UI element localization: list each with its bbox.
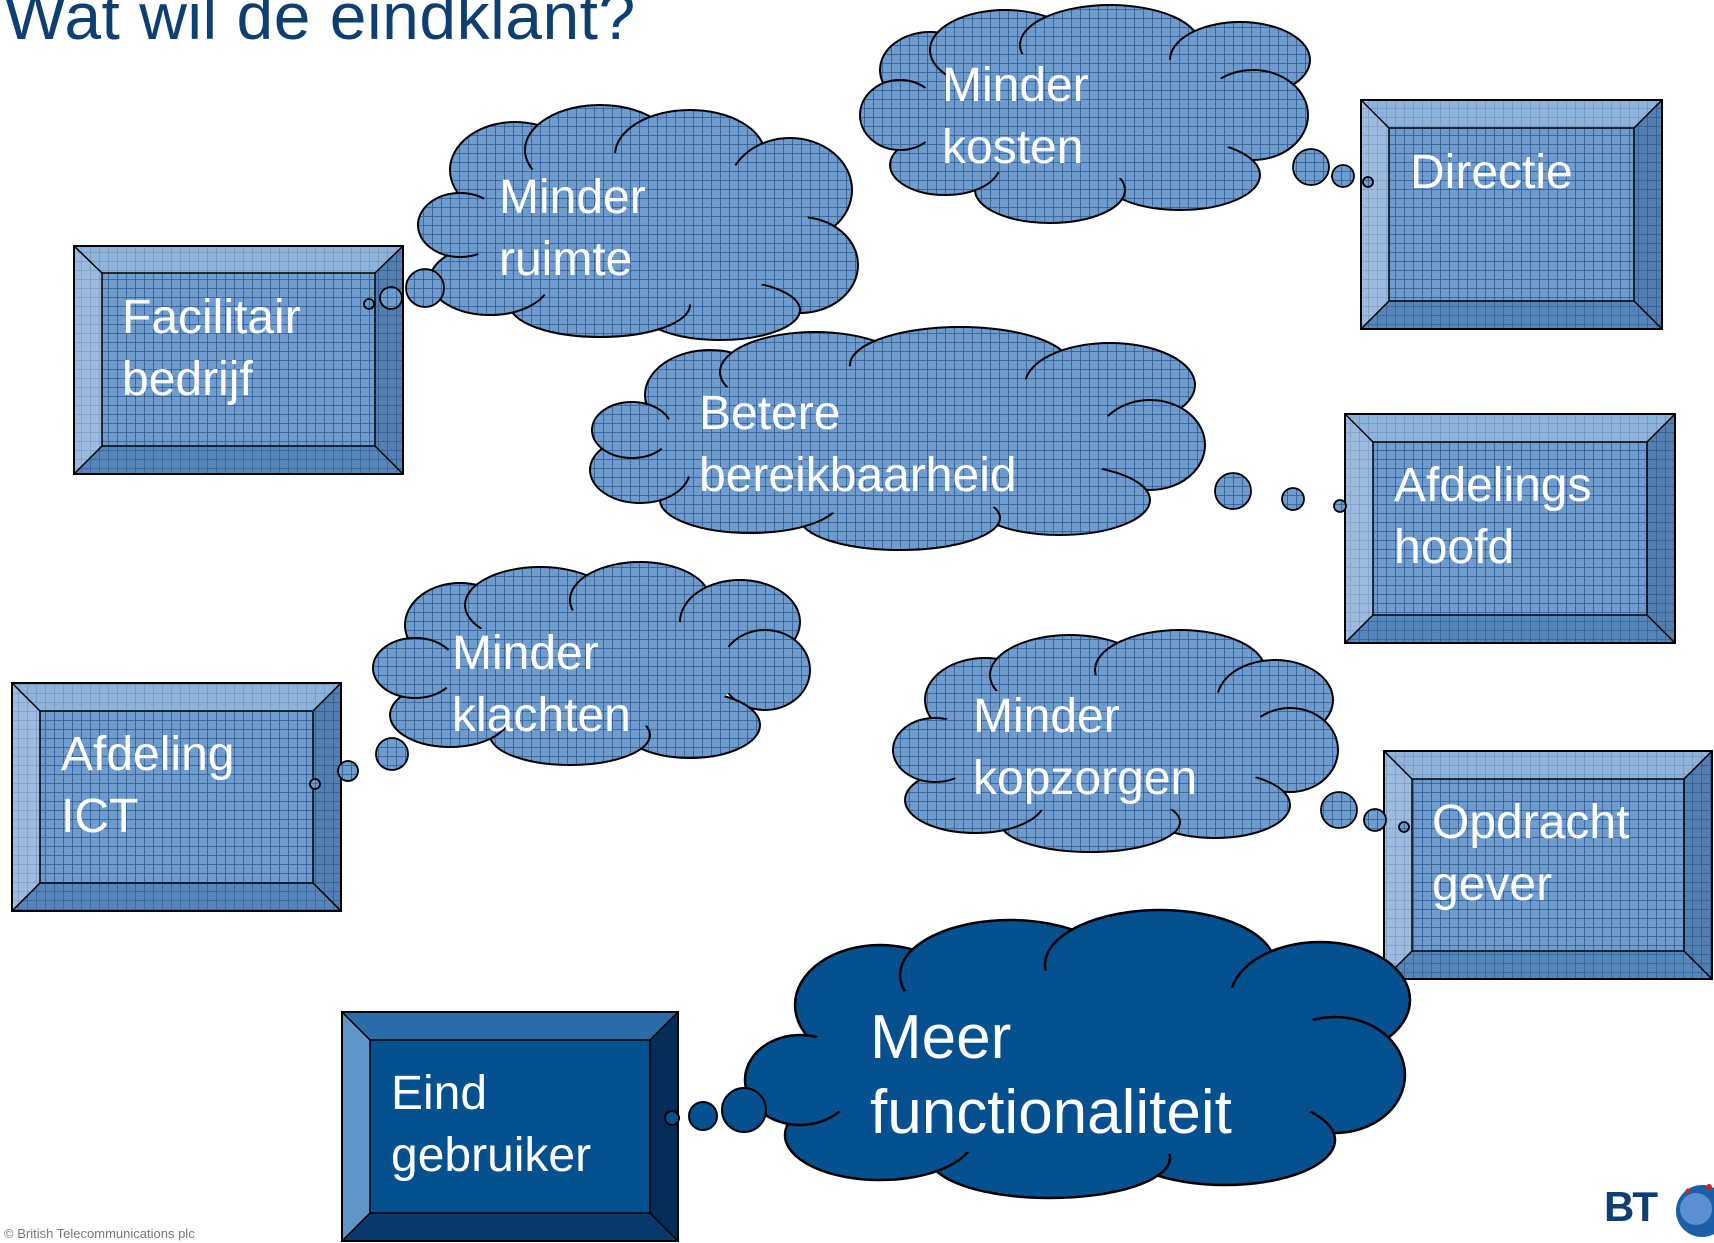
cloud-minder-ruimte bbox=[417, 104, 859, 341]
label-line: ruimte bbox=[499, 233, 633, 286]
box-afdeling-ict bbox=[11, 682, 342, 912]
label-line: Minder bbox=[499, 171, 646, 224]
label-afdelings-hoofd: Afdelings hoofd bbox=[1394, 455, 1591, 579]
label-line: ICT bbox=[61, 790, 139, 843]
bt-logo: BT bbox=[1596, 1179, 1714, 1243]
cloud-betere-bereikbaarheid bbox=[589, 326, 1206, 551]
bubbles-facilitair bbox=[363, 268, 445, 310]
label-line: bedrijf bbox=[122, 353, 253, 406]
cloud-minder-klachten bbox=[372, 561, 811, 766]
label-eind-gebruiker: Eind gebruiker bbox=[391, 1063, 591, 1187]
slide-title: Wat wil de eindklant? bbox=[4, 0, 636, 53]
box-facilitair-bedrijf bbox=[73, 245, 404, 475]
label-directie: Directie bbox=[1410, 142, 1573, 204]
label-line: klachten bbox=[452, 689, 631, 742]
label-line: kopzorgen bbox=[973, 752, 1198, 805]
label-line: Minder bbox=[452, 627, 599, 680]
label-line: Minder bbox=[973, 690, 1120, 743]
bubbles-eindgebruiker bbox=[664, 1087, 767, 1133]
bt-logo-text: BT bbox=[1604, 1183, 1658, 1230]
bt-globe-icon bbox=[1676, 1184, 1714, 1237]
label-minder-klachten: Minder klachten bbox=[452, 623, 631, 747]
label-line: Betere bbox=[699, 387, 841, 440]
label-opdracht-gever: Opdracht gever bbox=[1432, 792, 1629, 916]
bubbles-afdelingshoofd bbox=[1214, 472, 1347, 513]
bubbles-opdrachtgever bbox=[1320, 791, 1410, 833]
label-minder-kopzorgen: Minder kopzorgen bbox=[973, 686, 1197, 810]
cloud-minder-kosten bbox=[859, 4, 1311, 224]
copyright-notice: © British Telecommunications plc bbox=[4, 1226, 195, 1241]
label-line: gever bbox=[1432, 858, 1553, 911]
label-line: Opdracht bbox=[1432, 796, 1630, 849]
bubbles-ict bbox=[309, 737, 409, 790]
label-minder-kosten: Minder kosten bbox=[942, 55, 1089, 179]
box-directie bbox=[1360, 99, 1663, 330]
label-afdeling-ict: Afdeling ICT bbox=[61, 724, 234, 848]
label-line: kosten bbox=[942, 121, 1084, 174]
box-eind-gebruiker bbox=[341, 1011, 679, 1242]
label-line: Meer bbox=[870, 1003, 1012, 1072]
label-line: functionaliteit bbox=[870, 1078, 1232, 1147]
label-line: hoofd bbox=[1394, 521, 1515, 574]
label-line: Directie bbox=[1410, 146, 1573, 199]
label-line: Afdeling bbox=[61, 728, 235, 781]
cloud-meer-functionaliteit bbox=[743, 908, 1412, 1200]
label-line: Minder bbox=[942, 59, 1089, 112]
label-meer-functionaliteit: Meer functionaliteit bbox=[870, 1000, 1232, 1150]
cloud-minder-kopzorgen bbox=[892, 629, 1339, 853]
label-line: Afdelings bbox=[1394, 459, 1592, 512]
bubbles-directie bbox=[1292, 148, 1374, 188]
label-line: Facilitair bbox=[122, 291, 301, 344]
box-afdelings-hoofd bbox=[1344, 413, 1676, 644]
box-opdracht-gever bbox=[1383, 750, 1713, 980]
label-facilitair-bedrijf: Facilitair bedrijf bbox=[122, 287, 301, 411]
label-minder-ruimte: Minder ruimte bbox=[499, 167, 646, 291]
label-betere-bereikbaarheid: Betere bereikbaarheid bbox=[699, 383, 1017, 507]
label-line: gebruiker bbox=[391, 1129, 592, 1182]
label-line: Eind bbox=[391, 1067, 488, 1120]
label-line: bereikbaarheid bbox=[699, 449, 1017, 502]
